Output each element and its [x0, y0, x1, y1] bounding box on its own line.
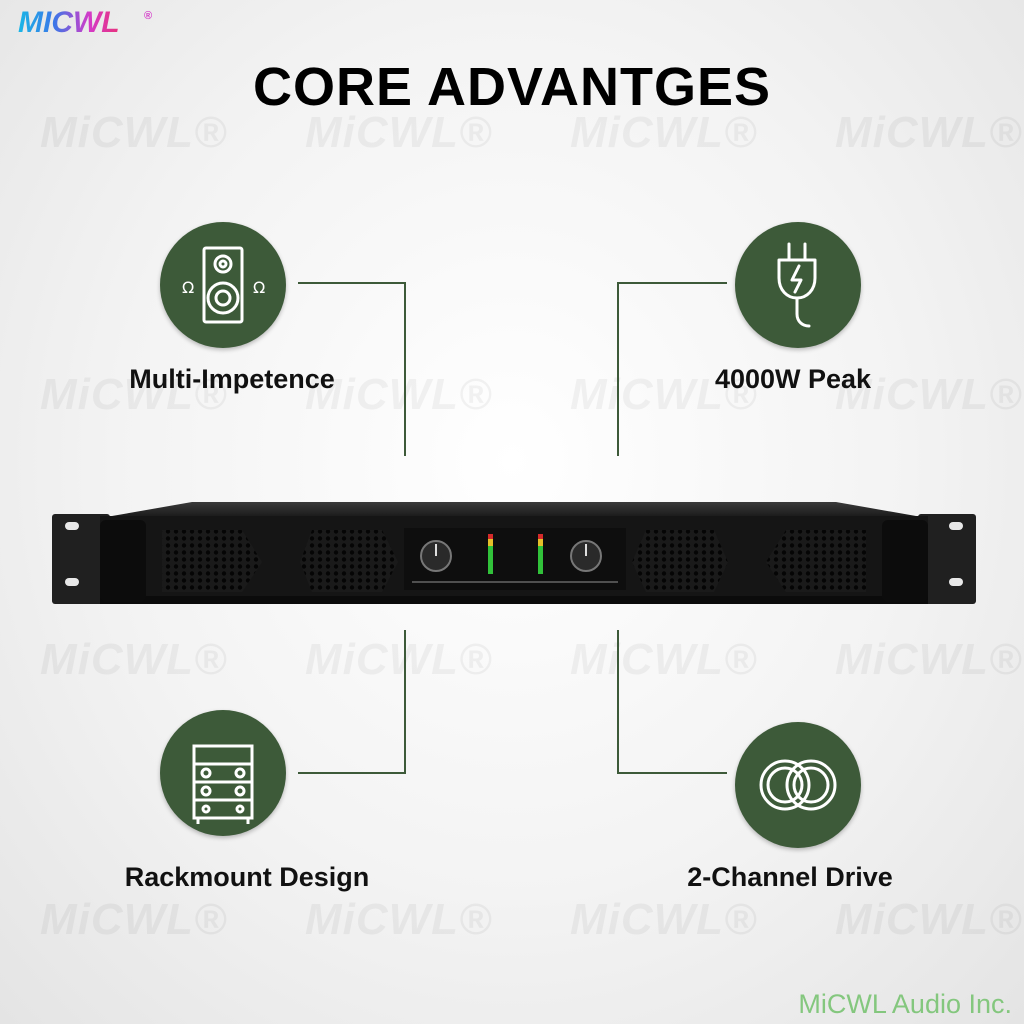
footer-company-name: MiCWL Audio Inc. — [798, 989, 1012, 1019]
amplifier-product-image — [52, 502, 976, 604]
connector-line-bottom-right — [617, 630, 727, 774]
watermark: MiCWL® — [570, 895, 757, 945]
interlocked-rings-icon — [759, 759, 837, 811]
feature-icon-badge — [735, 722, 861, 848]
watermark: MiCWL® — [40, 895, 227, 945]
page-title: CORE ADVANTGES — [252, 57, 772, 117]
watermark: MiCWL® — [835, 895, 1022, 945]
feature-label-rackmount: Rackmount Design — [124, 862, 370, 892]
brand-logo: MICWL — [18, 6, 120, 39]
connector-line-bottom-left — [298, 630, 406, 774]
connector-line-top-left — [298, 282, 406, 456]
feature-icon-badge: Ω Ω — [160, 222, 286, 348]
watermark: MiCWL® — [40, 635, 227, 685]
feature-label-peak-power: 4000W Peak — [714, 364, 872, 394]
feature-label-multi-impedance: Multi-Impetence — [129, 364, 335, 394]
feature-icon-badge — [160, 710, 286, 836]
feature-label-two-channel: 2-Channel Drive — [687, 862, 893, 892]
feature-icon-badge — [735, 222, 861, 348]
svg-text:Ω: Ω — [182, 278, 194, 297]
connector-line-top-right — [617, 282, 727, 456]
svg-text:Ω: Ω — [253, 278, 265, 297]
registered-mark: ® — [144, 10, 153, 22]
watermark: MiCWL® — [305, 895, 492, 945]
speaker-icon: Ω Ω — [182, 246, 265, 324]
power-plug-icon — [777, 242, 817, 328]
rack-cabinet-icon — [192, 744, 254, 824]
watermark: MiCWL® — [835, 635, 1022, 685]
